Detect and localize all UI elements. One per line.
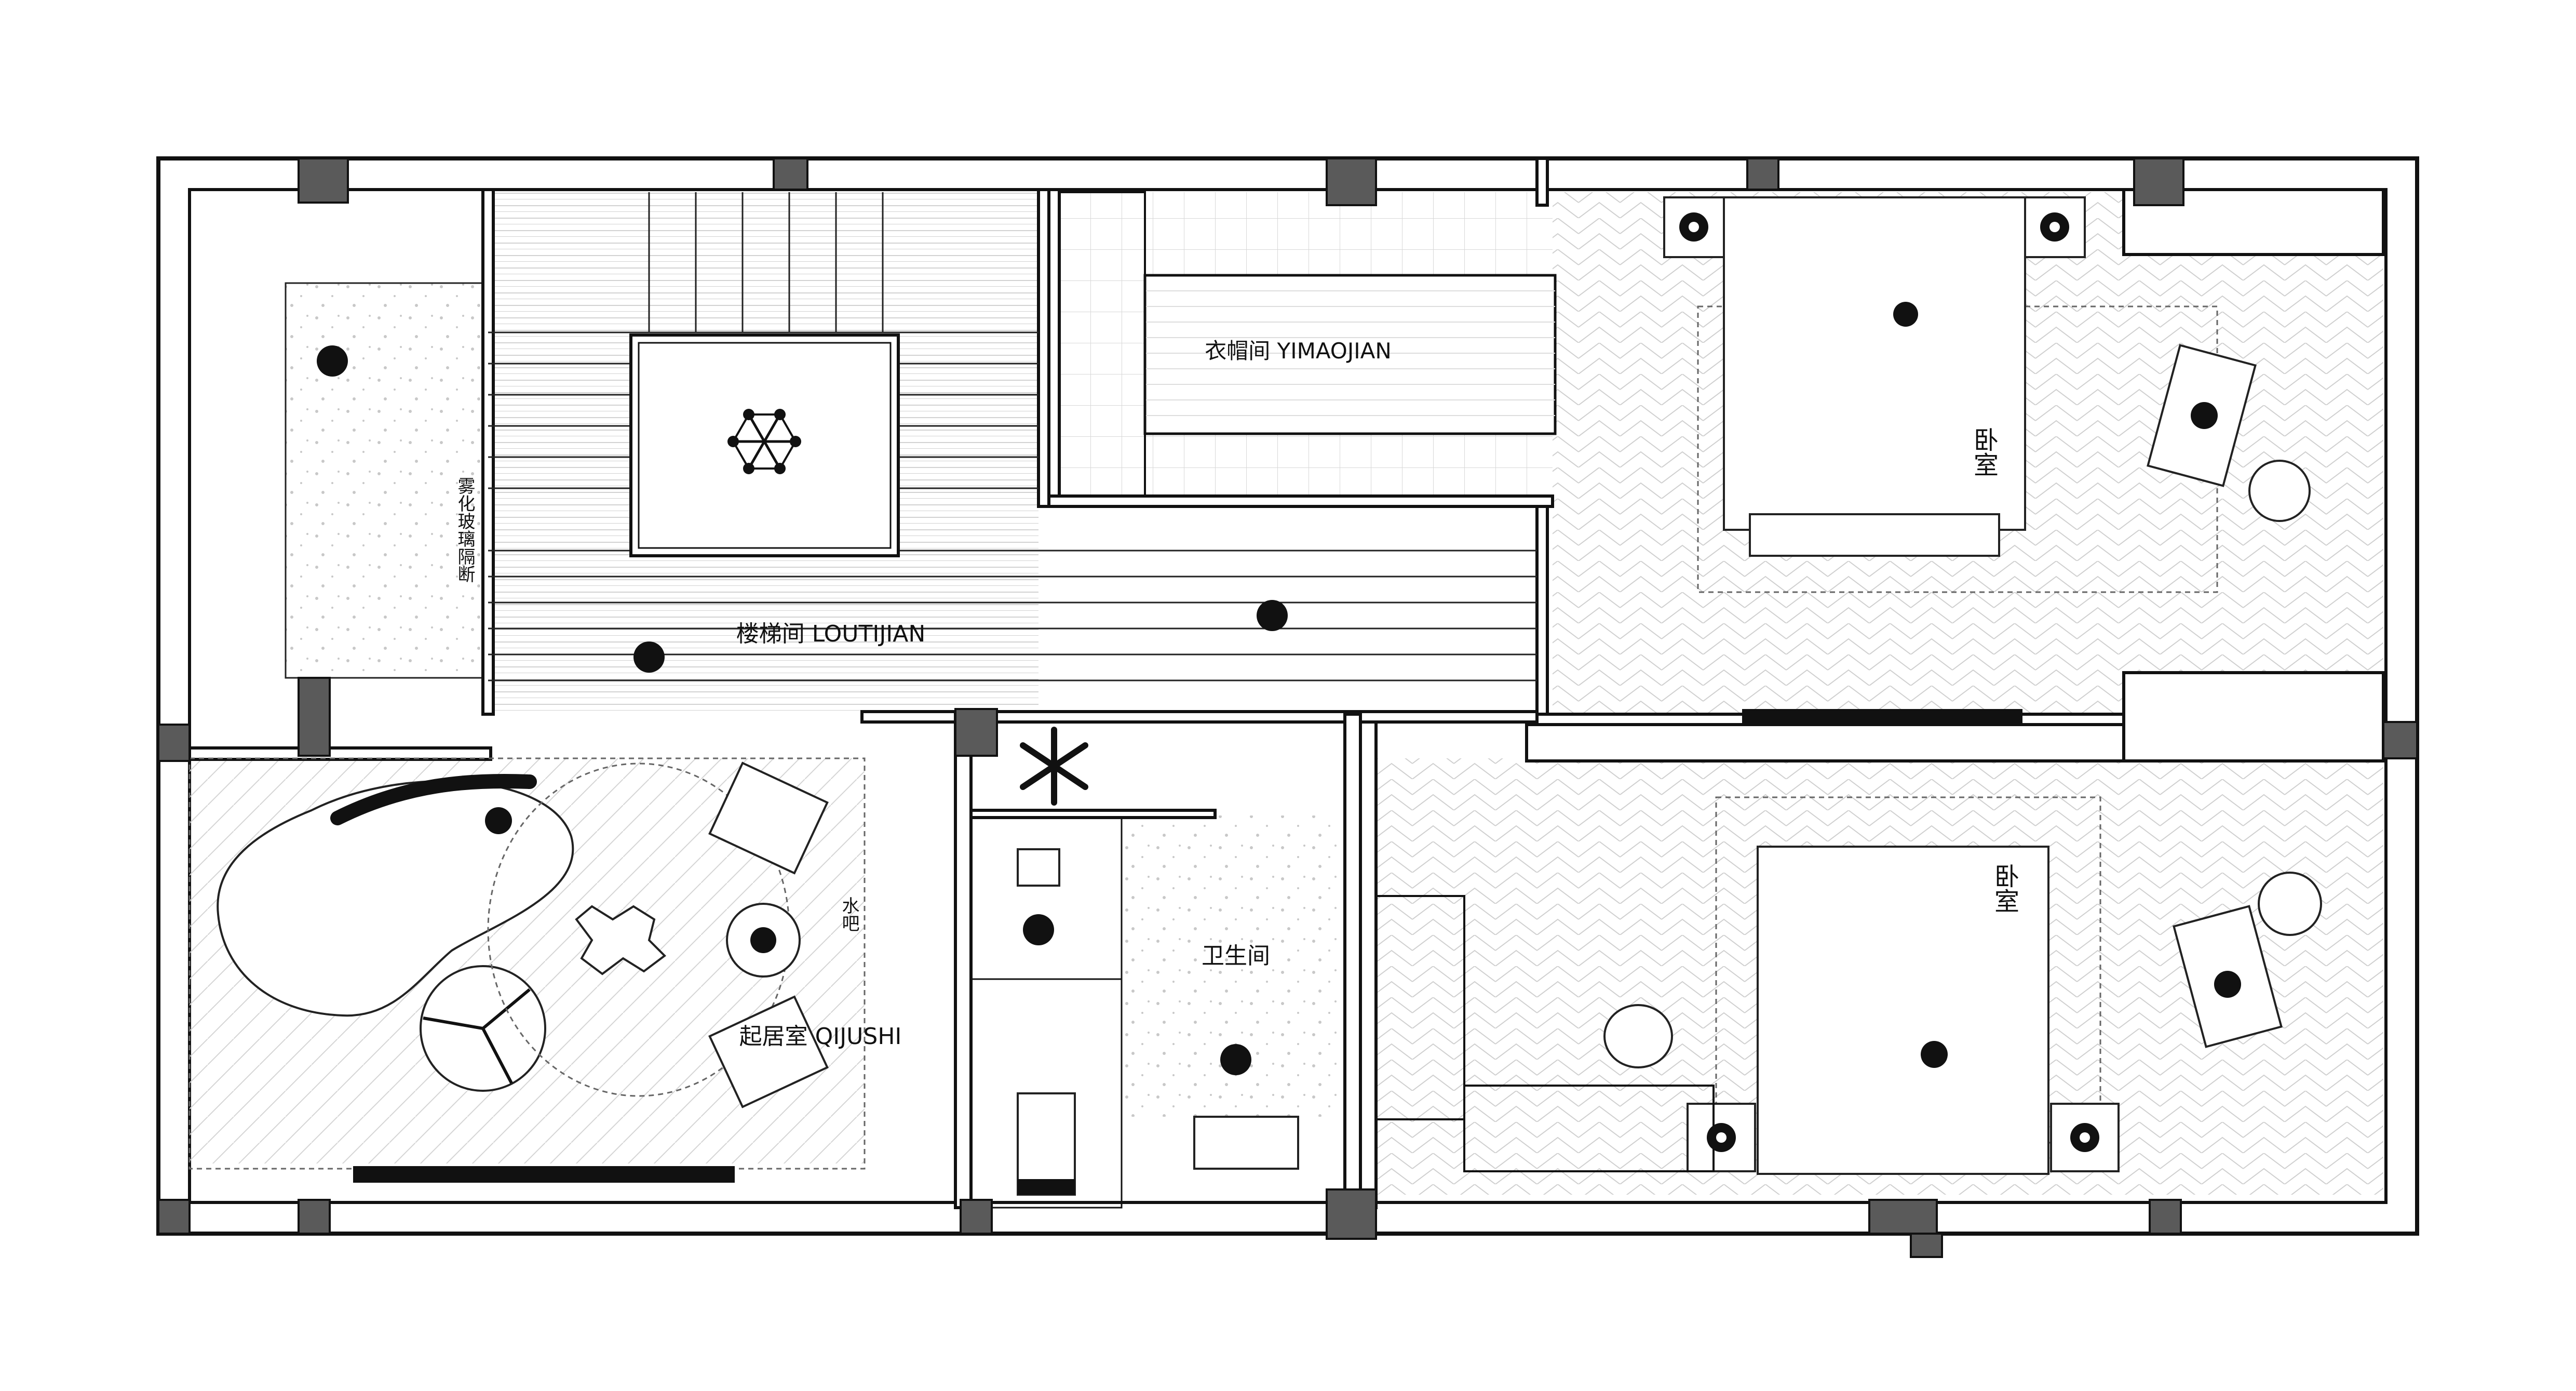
person-icon	[317, 302, 2241, 1075]
structural-columns	[157, 157, 2418, 1258]
living-room-label: 起居室 QIJUSHI	[739, 1023, 902, 1050]
fan-icon	[1020, 727, 1088, 806]
outer-walls	[156, 156, 2419, 1236]
lower-bedroom	[1375, 796, 2322, 1175]
sink-icon	[1017, 848, 1060, 887]
closet-label: 衣帽间 YIMAOJIAN	[1205, 338, 1392, 364]
upper-bedroom-label: 卧室	[1969, 427, 1998, 477]
living-room	[188, 757, 866, 1183]
bathroom-label: 卫生间	[1202, 943, 1270, 969]
chandelier-icon	[727, 409, 801, 474]
bathroom-fixtures	[970, 817, 1299, 1209]
closet-shelving	[1058, 191, 1557, 497]
lower-bedroom-label: 卧室	[1990, 863, 2019, 913]
toilet-icon	[1017, 1092, 1076, 1196]
upper-bedroom	[1663, 196, 2311, 725]
glass-partition-label: 雾化玻璃隔断	[454, 477, 475, 583]
staircase-label: 楼梯间 LOUTIJIAN	[736, 621, 926, 647]
water-bar-label: 水吧	[839, 897, 859, 932]
staircase-treads	[488, 192, 1537, 681]
